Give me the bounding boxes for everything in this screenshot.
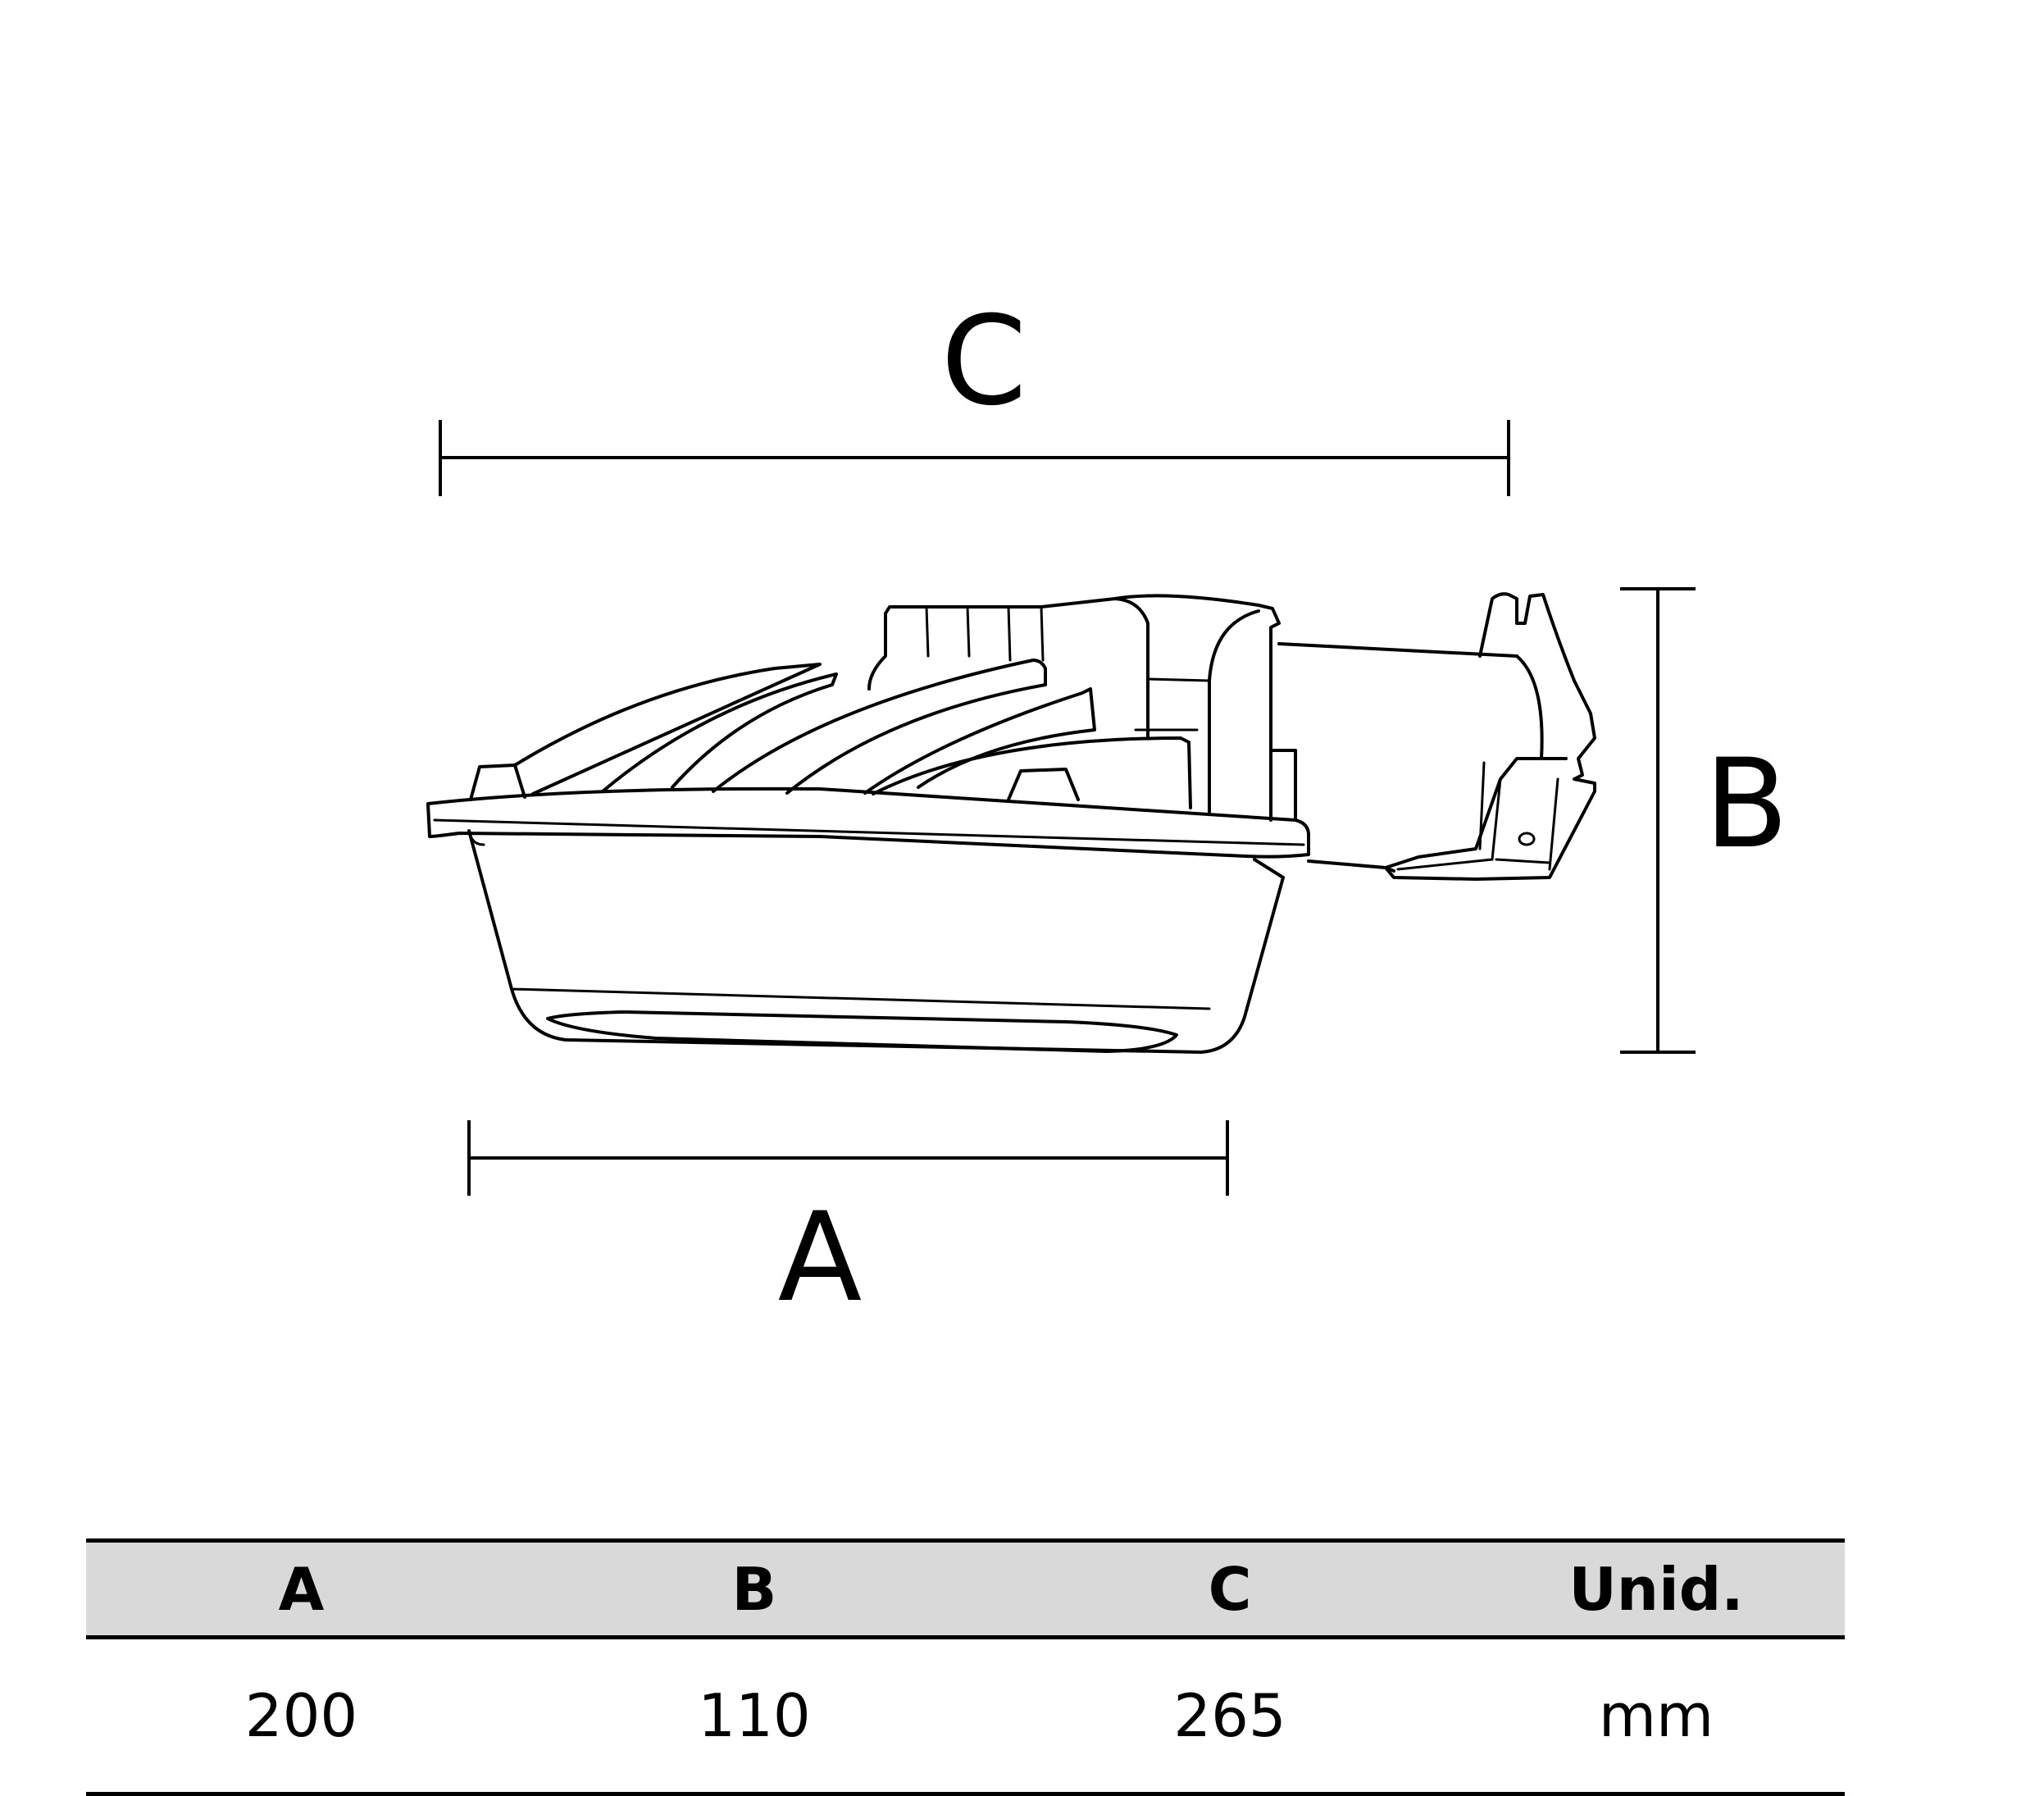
dimension-b: B — [1620, 587, 1789, 1054]
dimension-c: C — [439, 290, 1510, 496]
table-cell-a: 200 — [244, 1681, 358, 1750]
dimension-a: A — [467, 1120, 1229, 1329]
luminaire-outline — [426, 592, 1596, 1054]
dimensions-table: A B C Unid. 200 110 265 mm — [86, 1538, 1845, 1796]
table-header-b: B — [731, 1554, 777, 1624]
table-cell-b: 110 — [698, 1681, 811, 1750]
table-header-unit: Unid. — [1568, 1554, 1744, 1624]
dimension-a-label: A — [778, 1187, 863, 1329]
table-header-c: C — [1208, 1554, 1252, 1624]
table-header-a: A — [278, 1554, 325, 1624]
table-cell-unit: mm — [1598, 1681, 1714, 1750]
dimension-c-label: C — [941, 290, 1027, 433]
table-row: 200 110 265 mm — [86, 1639, 1845, 1796]
table-cell-c: 265 — [1173, 1681, 1286, 1750]
table-header-row: A B C Unid. — [86, 1538, 1845, 1639]
dimension-b-label: B — [1705, 733, 1789, 876]
